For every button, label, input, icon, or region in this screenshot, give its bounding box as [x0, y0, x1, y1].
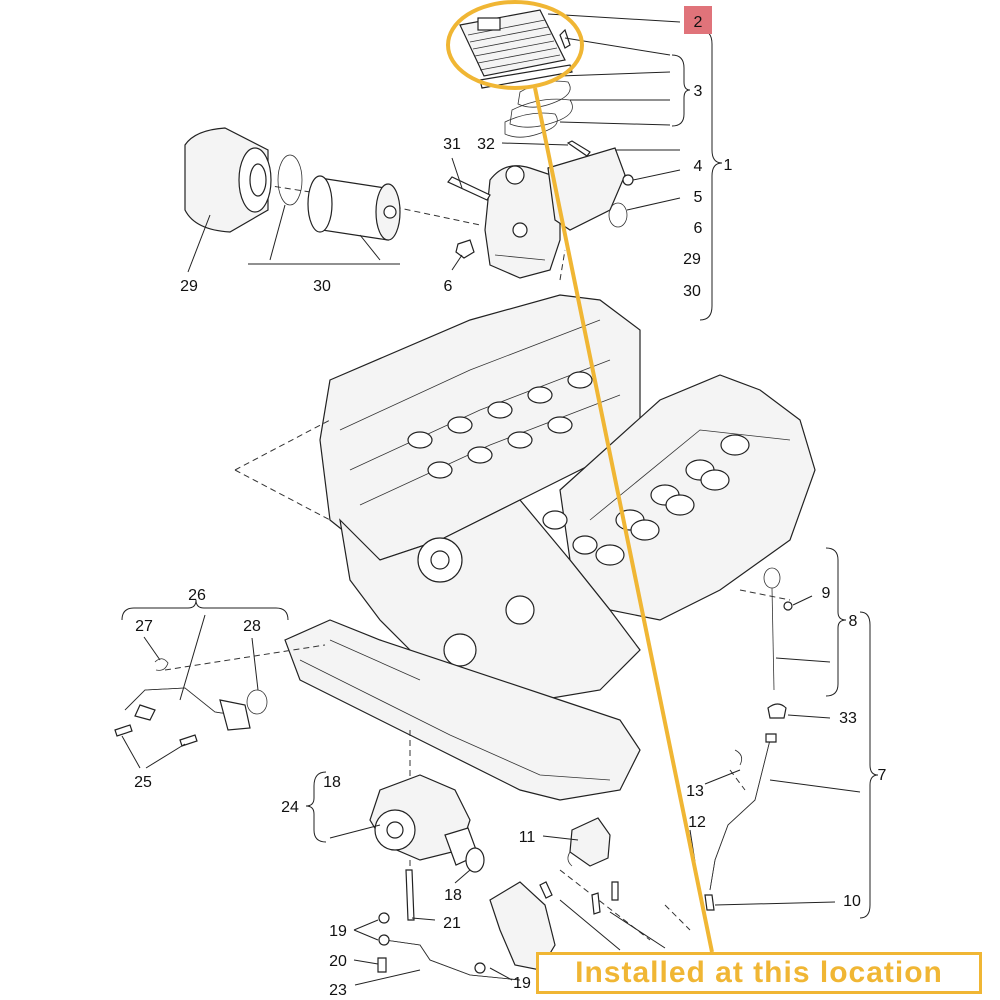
label-13: 13 — [686, 783, 704, 800]
oil-pump — [369, 774, 479, 866]
bolt-31 — [447, 176, 491, 201]
label-18: 18 — [444, 887, 462, 904]
part-2-badge — [684, 6, 712, 34]
label-30: 30 — [313, 278, 331, 295]
label-7: 7 — [878, 767, 887, 784]
label-29: 29 — [180, 278, 198, 295]
label-21: 21 — [443, 915, 461, 932]
label-2: 2 — [694, 14, 703, 31]
drain-plug-6 — [455, 239, 475, 259]
label-32: 32 — [477, 136, 495, 153]
left-cam-caps — [407, 371, 593, 479]
dipstick-cap-33 — [767, 703, 787, 719]
label-4: 4 — [694, 158, 703, 175]
pump-bolts — [377, 869, 619, 973]
plug-4 — [622, 174, 634, 186]
bolts-25 — [114, 724, 198, 747]
pump-seal-18 — [465, 847, 485, 873]
label-19: 19 — [329, 923, 347, 940]
right-cam-caps — [542, 434, 750, 566]
label-30-list: 30 — [683, 283, 701, 300]
dipstick-guide-tube — [709, 733, 777, 891]
label-9: 9 — [822, 585, 831, 602]
label-33: 33 — [839, 710, 857, 727]
filter-o-ring — [277, 154, 303, 206]
label-27: 27 — [135, 618, 153, 635]
clip-27 — [154, 658, 169, 671]
label-28: 28 — [243, 618, 261, 635]
install-location-callout: Installed at this location — [536, 952, 982, 994]
install-location-highlight — [446, 0, 714, 953]
label-6-list: 6 — [694, 220, 703, 237]
bolt-32 — [566, 140, 591, 157]
bolt-2 — [559, 28, 571, 49]
bolt-10 — [704, 894, 715, 911]
oil-filter-element — [307, 175, 401, 241]
dipstick — [763, 567, 781, 691]
label-31: 31 — [443, 136, 461, 153]
bracket-11 — [567, 817, 611, 867]
oil-cooler — [459, 9, 573, 89]
label-29-list: 29 — [683, 251, 701, 268]
part-number-labels: 2 3 1 4 5 6 29 30 31 32 6 29 30 9 8 33 7… — [134, 6, 887, 999]
engine-block — [284, 294, 816, 801]
label-26: 26 — [188, 587, 206, 604]
seal-ring-5 — [608, 202, 628, 228]
oil-tube-26 — [124, 687, 251, 731]
label-23: 23 — [329, 982, 347, 999]
label-18-list: 18 — [323, 774, 341, 791]
label-6: 6 — [444, 278, 453, 295]
label-24: 24 — [281, 799, 299, 816]
label-5: 5 — [694, 189, 703, 206]
label-8: 8 — [849, 613, 858, 630]
label-20: 20 — [329, 953, 347, 970]
label-19-right: 19 — [513, 975, 531, 992]
oil-filter-housing — [484, 147, 626, 279]
label-3: 3 — [694, 83, 703, 100]
leader-lines — [121, 13, 879, 986]
o-ring-28 — [246, 689, 268, 715]
label-11: 11 — [519, 829, 536, 846]
oil-filter-housing-cap — [184, 127, 272, 233]
label-12: 12 — [688, 814, 706, 831]
dipstick-seal-9 — [783, 601, 793, 611]
label-25: 25 — [134, 774, 152, 791]
label-1: 1 — [724, 157, 733, 174]
oil-return-line — [378, 912, 521, 981]
label-10: 10 — [843, 893, 861, 910]
